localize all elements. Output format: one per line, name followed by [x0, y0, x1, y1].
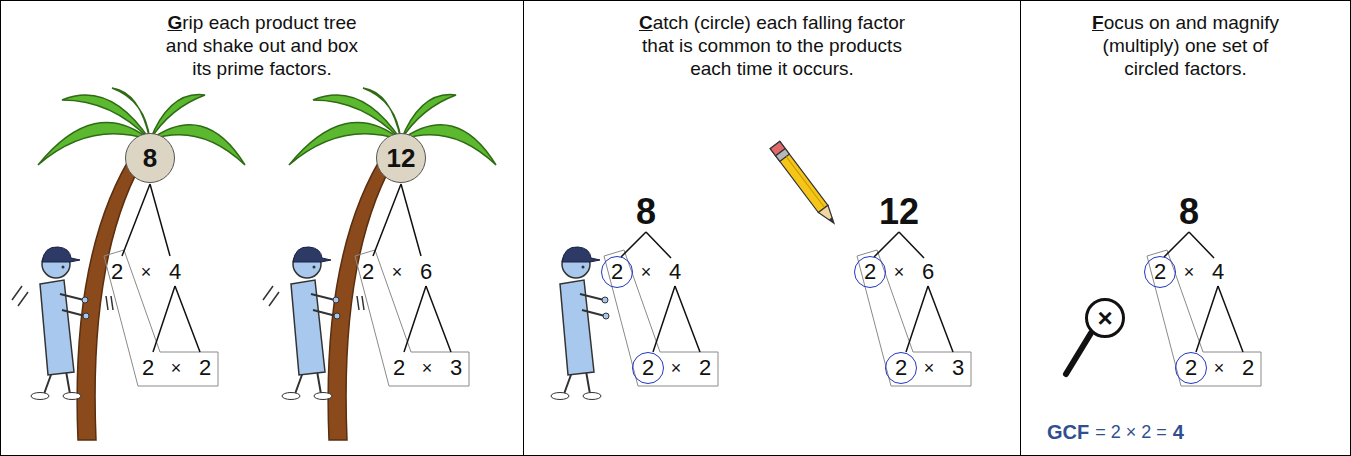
times-sign: × [894, 263, 905, 281]
pencil-tip [818, 205, 838, 227]
factor-number: 2 [699, 357, 711, 379]
stick-man [282, 247, 340, 400]
product-number: 8 [636, 194, 656, 230]
factor-number: 4 [1212, 261, 1224, 283]
prime-box [857, 250, 971, 386]
factor-circle: 2 [885, 352, 917, 384]
stick-man [31, 247, 89, 400]
times-sign: × [671, 359, 682, 377]
tree-branch [153, 286, 200, 352]
tree-branch [906, 286, 953, 352]
prime-box [604, 250, 718, 386]
factor-circle: 2 [1175, 352, 1207, 384]
times-sign: × [392, 263, 403, 281]
factor-circle: 2 [1144, 256, 1176, 288]
factor-number: 2 [142, 357, 154, 379]
node-number: 2 [642, 357, 654, 379]
factor-circle: 2 [854, 256, 886, 288]
factor-circle: 2 [601, 256, 633, 288]
shake-lines [263, 286, 364, 310]
prime-box [104, 250, 218, 386]
factor-number: 6 [420, 261, 432, 283]
node-number: 2 [1185, 357, 1197, 379]
gcf-result: GCF [1047, 422, 1089, 442]
node-number: 12 [387, 145, 416, 171]
magnifier-handle [1066, 333, 1091, 374]
prime-box [1147, 250, 1261, 386]
times-sign: × [141, 263, 152, 281]
factor-number: 2 [1242, 357, 1254, 379]
node-number: 2 [864, 261, 876, 283]
factor-number: 3 [952, 357, 964, 379]
times-sign: × [1214, 359, 1225, 377]
coconut-circle: 12 [376, 133, 426, 183]
factor-number: 6 [922, 261, 934, 283]
tree-branch-line [1164, 232, 1214, 258]
factor-number: 2 [362, 261, 374, 283]
factor-number: 3 [450, 357, 462, 379]
tree-branch-line [122, 184, 421, 256]
tree-branch [404, 286, 451, 352]
panel-heading: Focus on and magnify (multiply) one set … [1086, 11, 1286, 80]
product-number: 12 [879, 194, 919, 230]
factor-circle: 2 [632, 352, 664, 384]
factor-number: 2 [199, 357, 211, 379]
gcf-result: 4 [1173, 422, 1184, 442]
node-number: × [1097, 305, 1112, 331]
node-number: 2 [895, 357, 907, 379]
pencil-stripe [786, 157, 825, 208]
factor-number: 4 [669, 261, 681, 283]
tree-branch [653, 286, 700, 352]
times-sign: × [1184, 263, 1195, 281]
pencil-band [776, 149, 790, 162]
step-panel: Catch (circle) each falling factor that … [523, 0, 1021, 456]
panel-heading: Grip each product tree and shake out and… [156, 11, 368, 80]
gcf-result: = 2 × 2 = [1095, 423, 1167, 441]
panel-heading: Catch (circle) each falling factor that … [622, 11, 922, 80]
pencil-lead [829, 217, 836, 224]
times-sign: × [171, 359, 182, 377]
times-sign: × [924, 359, 935, 377]
times-sign: × [422, 359, 433, 377]
pencil-body [770, 141, 828, 212]
magnifier-lens: × [1085, 298, 1125, 338]
node-number: 8 [143, 145, 157, 171]
coconut-circle: 8 [125, 133, 175, 183]
times-sign: × [641, 263, 652, 281]
shake-lines [12, 286, 113, 310]
node-number: 2 [611, 261, 623, 283]
prime-box [355, 250, 469, 386]
factor-number: 4 [169, 261, 181, 283]
tree-branch-line [621, 232, 924, 258]
pencil [770, 141, 839, 226]
step-panel: Grip each product tree and shake out and… [0, 0, 524, 456]
product-number: 8 [1179, 194, 1199, 230]
factor-number: 2 [393, 357, 405, 379]
node-number: 2 [1154, 261, 1166, 283]
factor-number: 2 [111, 261, 123, 283]
tree-branch [1196, 286, 1243, 352]
